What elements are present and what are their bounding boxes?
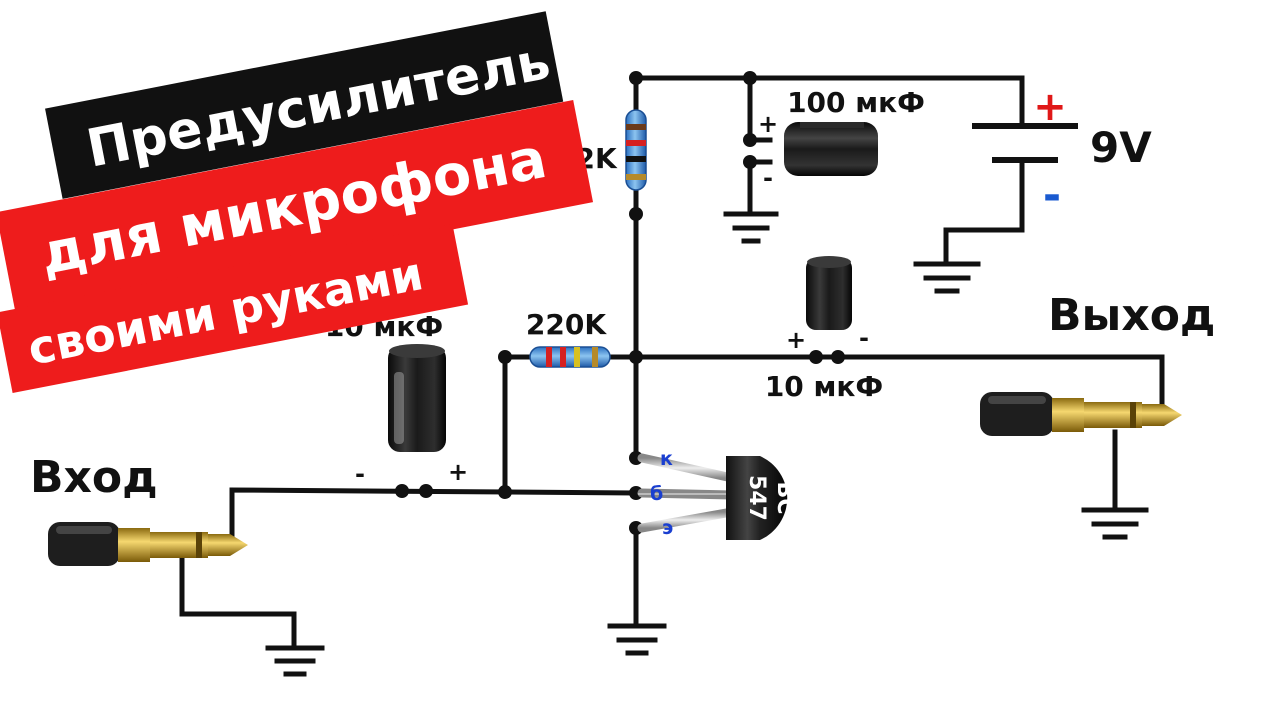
pin-emitter-label: э <box>662 517 673 539</box>
junction-dot <box>743 155 757 169</box>
output-jack: Выход <box>980 290 1215 436</box>
input-label: Вход <box>30 452 158 503</box>
input-jack: Вход <box>30 452 248 566</box>
capacitor-100uf-plus: + <box>758 110 778 138</box>
pin-base-label: б <box>650 483 663 505</box>
battery-ground-wire <box>943 159 1025 265</box>
junction-dot <box>743 71 757 85</box>
banner-red-strip-2 <box>0 223 469 394</box>
ground-icon <box>265 645 325 677</box>
junction-dot <box>629 207 643 221</box>
capacitor-output-minus: - <box>859 324 869 352</box>
junction-dot <box>498 485 512 499</box>
capacitor-100uf-minus: - <box>763 164 773 192</box>
capacitor-100uf: 100 мкФ + - <box>758 86 925 192</box>
battery-voltage-label: 9V <box>1090 123 1152 172</box>
battery-minus-sign: - <box>1043 170 1061 221</box>
capacitor-input-plus: + <box>448 458 468 486</box>
capacitor-10uf-input: 10 мкФ - + <box>325 310 468 491</box>
junction-dot <box>498 350 512 364</box>
capacitor-input-minus: - <box>355 460 365 488</box>
ground-icon <box>607 623 667 656</box>
ground-icon <box>913 261 981 294</box>
capacitor-10uf-output-label: 10 мкФ <box>765 370 883 403</box>
input-wire <box>229 487 639 543</box>
junction-dot <box>629 71 643 85</box>
capacitor-output-plus: + <box>786 326 806 354</box>
output-label: Выход <box>1048 290 1215 341</box>
capacitor-100uf-label: 100 мкФ <box>787 86 925 119</box>
capacitor-10uf-output: + - 10 мкФ <box>765 256 883 403</box>
ground-icon <box>1081 507 1149 540</box>
banner-black-strip <box>45 11 564 199</box>
ground-icon <box>723 211 779 244</box>
input-ground-wire <box>179 555 297 649</box>
transistor-number-label: 547 <box>744 475 769 521</box>
title-banner: Предусилитель для микрофона своими рукам… <box>0 11 594 394</box>
resistor-220k: 220K <box>526 308 611 368</box>
battery-symbol: + - 9V <box>972 84 1152 221</box>
junction-dot <box>743 133 757 147</box>
transistor-bc547: BC 547 к б э <box>637 448 797 540</box>
transistor-model-label: BC <box>772 482 797 515</box>
battery-plus-sign: + <box>1033 84 1067 130</box>
resistor-220k-label: 220K <box>526 308 607 341</box>
pin-collector-label: к <box>660 448 673 470</box>
banner-red-strip <box>0 100 594 315</box>
ground-symbols <box>265 211 1149 677</box>
top-rail-wire <box>633 75 1025 129</box>
junction-dot <box>629 350 643 364</box>
